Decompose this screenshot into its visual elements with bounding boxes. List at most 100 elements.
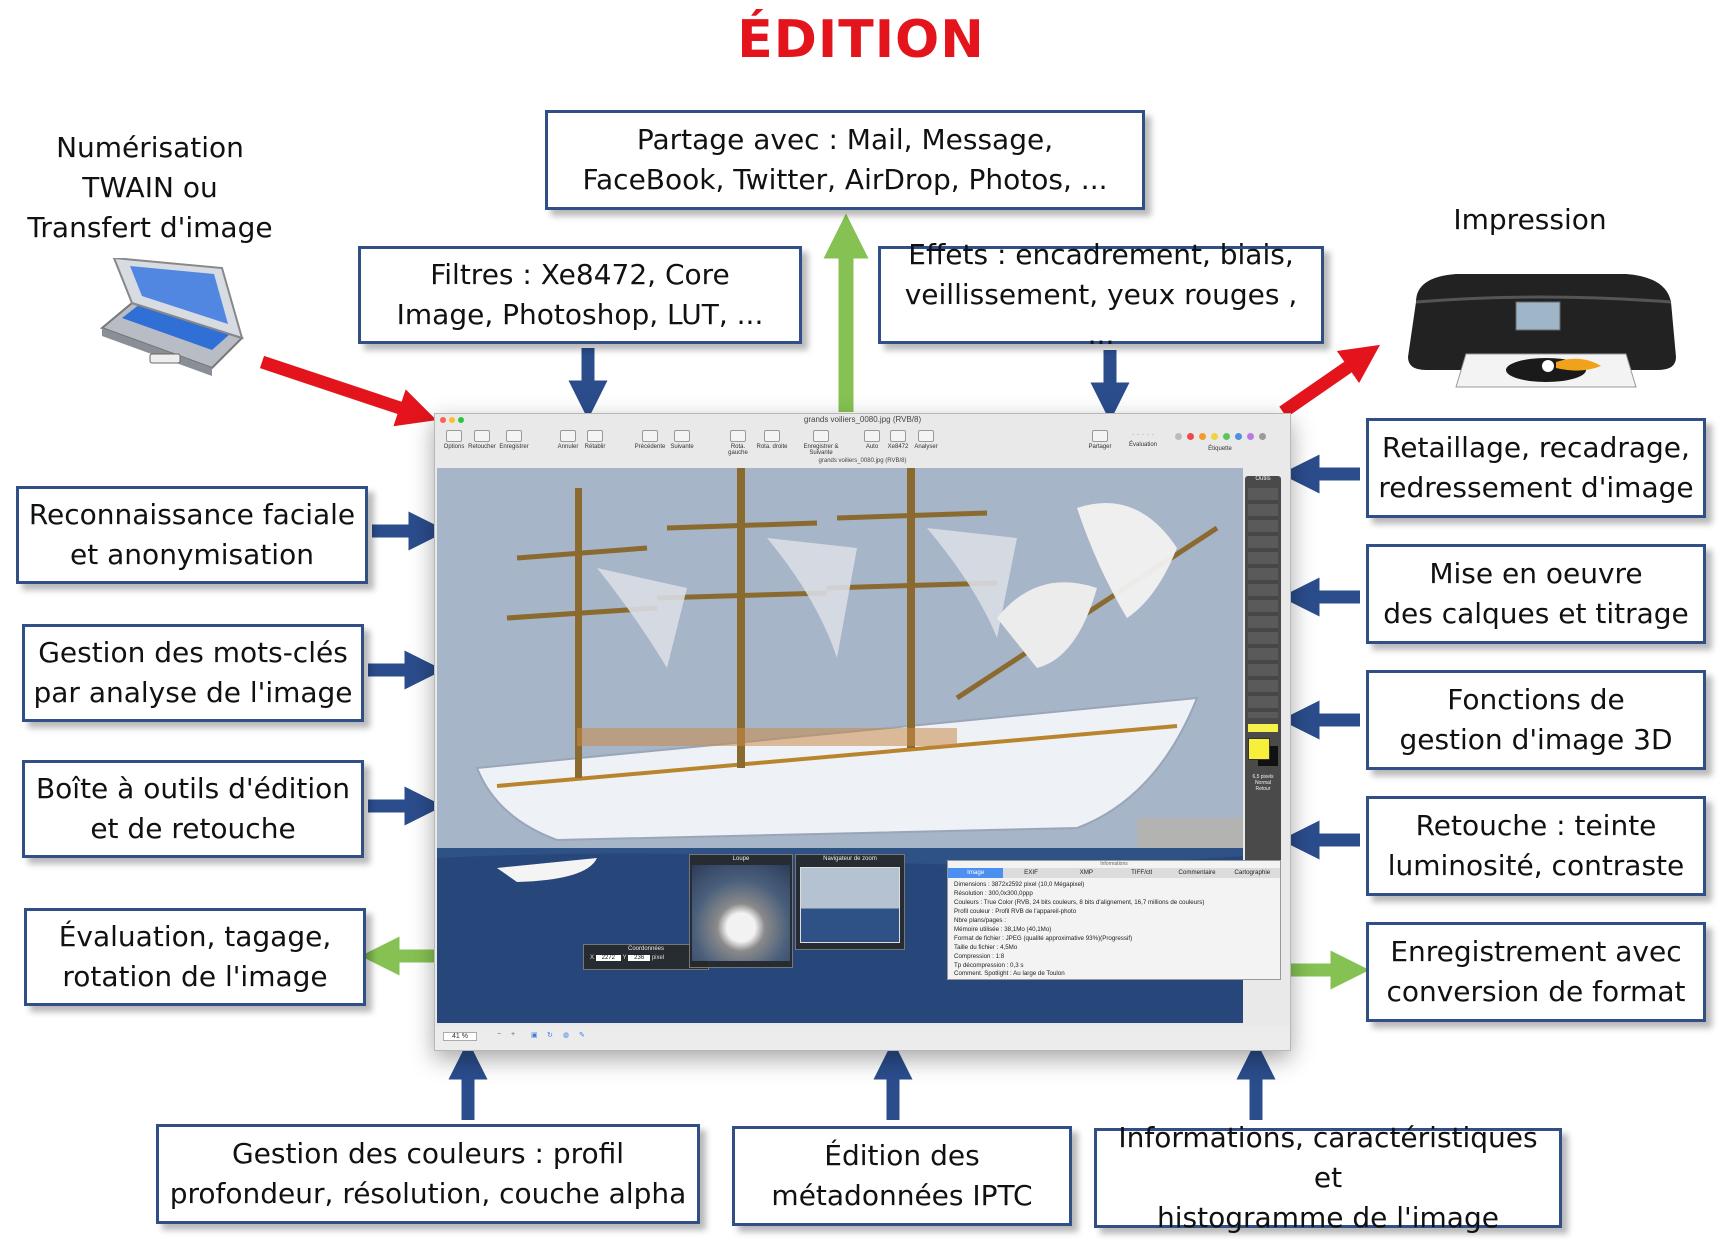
info-title: Informations: [1100, 861, 1128, 867]
label-none-dot[interactable]: [1175, 433, 1182, 440]
globe-icon[interactable]: ◍: [563, 1032, 570, 1039]
info-row: Taille du fichier : 4,5Mo: [954, 944, 1018, 951]
printer-icon: [1408, 274, 1676, 388]
zoom-navigator-panel: Navigateur de zoom: [795, 854, 905, 950]
label-color-picker[interactable]: [1175, 430, 1275, 442]
brush-size-label: 6,5 pixels: [1252, 774, 1274, 780]
foreground-color-swatch[interactable]: [1248, 738, 1270, 760]
zoom-out-icon[interactable]: −: [497, 1031, 502, 1038]
sailing-ship-photo: [437, 468, 1243, 1023]
info-row: Compression : 1:8: [954, 953, 1005, 960]
arrow-print: [1279, 344, 1381, 418]
tool-buttons-grid[interactable]: [1248, 488, 1278, 718]
info-tab-comment[interactable]: Commentaire: [1178, 869, 1216, 876]
palette-return-button[interactable]: Retour: [1255, 786, 1271, 792]
highlight-color-swatch[interactable]: [1248, 724, 1278, 732]
toolbar-save-next-button[interactable]: Enregistrer & Suivante: [793, 430, 849, 456]
info-row: Résolution : 300,0x300,0ppp: [954, 890, 1033, 897]
color-swatches[interactable]: [1248, 738, 1278, 768]
info-tab-map[interactable]: Cartographie: [1234, 869, 1271, 876]
toolbar-rotate-right-button[interactable]: Rota. droite: [755, 430, 789, 450]
toolbar-xe8472-button[interactable]: Xe8472: [881, 430, 915, 450]
coord-y-field[interactable]: 236: [628, 955, 651, 961]
box-retouch: Retouche : teinte luminosité, contraste: [1366, 796, 1706, 896]
coord-unit: pixel: [651, 955, 665, 961]
info-row: Profil couleur : Profil RVB de l'apparei…: [954, 908, 1077, 915]
info-tab-exif[interactable]: EXIF: [1024, 869, 1038, 876]
info-tab-tiff[interactable]: TIFF/ctl: [1131, 869, 1153, 876]
zoom-window-button[interactable]: [458, 417, 464, 423]
tool-palette: Outils 6,5 pixels Normal Retour: [1245, 476, 1281, 896]
toolbar-options-button[interactable]: Options: [437, 430, 471, 450]
info-row: Comment. Spotlight : Au large de Toulon: [954, 970, 1065, 977]
save-icon: [506, 430, 522, 442]
document-title: grands voiliers_0080.jpg (RVB/8): [818, 458, 907, 464]
coordinates-title: Coordonnées: [627, 946, 665, 952]
toolbar-retouch-button[interactable]: Retoucher: [465, 430, 499, 450]
info-tab-xmp[interactable]: XMP: [1079, 869, 1094, 876]
information-panel: Informations Image EXIF XMP TIFF/ctl Com…: [947, 860, 1281, 980]
info-row: Couleurs : True Color (RVB, 24 bits coul…: [954, 899, 1205, 906]
rotate-right-icon: [764, 430, 780, 442]
toolbar-label-caption: Étiquette: [1208, 446, 1232, 452]
rotate-icon[interactable]: ↻: [547, 1032, 553, 1039]
toolbar-rating-control[interactable]: · · · · ·Évaluation: [1121, 430, 1165, 448]
label-red-dot[interactable]: [1187, 433, 1194, 440]
print-label: Impression: [1453, 203, 1607, 236]
rotate-left-icon: [730, 430, 746, 442]
save-next-icon: [813, 430, 829, 442]
label-purple-dot[interactable]: [1247, 433, 1254, 440]
box-rating: Évaluation, tagage, rotation de l'image: [24, 908, 366, 1006]
redo-icon: [587, 430, 603, 442]
toolbar-analyze-button[interactable]: Analyser: [909, 430, 943, 450]
toolbar-undo-button[interactable]: Annuler: [551, 430, 585, 450]
share-icon: [1092, 430, 1108, 442]
coord-x-field[interactable]: 2272: [595, 955, 622, 961]
zoom-in-icon[interactable]: +: [511, 1031, 516, 1038]
loupe-title: Loupe: [732, 856, 750, 862]
blend-mode-select[interactable]: Normal: [1254, 780, 1272, 786]
fit-window-icon[interactable]: ▣: [531, 1032, 538, 1039]
undo-icon: [560, 430, 576, 442]
xe8472-icon: [890, 430, 906, 442]
loupe-view: [692, 865, 790, 961]
app-window: grands voiliers_0080.jpg (RVB/8) Options…: [434, 413, 1291, 1051]
image-canvas[interactable]: [437, 468, 1243, 1023]
scanner-icon: [100, 258, 244, 376]
label-green-dot[interactable]: [1223, 433, 1230, 440]
arrow-scan: [259, 355, 437, 427]
label-orange-dot[interactable]: [1199, 433, 1206, 440]
info-tab-image[interactable]: Image: [948, 868, 1004, 878]
box-faces: Reconnaissance faciale et anonymisation: [16, 486, 368, 584]
navigator-thumbnail[interactable]: [800, 867, 900, 943]
scan-label: Numérisation TWAIN ou Transfert d'image: [27, 131, 273, 244]
toolbar-save-button[interactable]: Enregistrer: [497, 430, 531, 450]
box-share: Partage avec : Mail, Message, FaceBook, …: [545, 110, 1145, 210]
toolbar-next-button[interactable]: Suivante: [665, 430, 699, 450]
lightbulb-icon: [918, 430, 934, 442]
label-blue-dot[interactable]: [1235, 433, 1242, 440]
wrench-icon[interactable]: ✎: [579, 1032, 585, 1039]
window-title: grands voiliers_0080.jpg (RVB/8): [803, 415, 922, 424]
toolbar-share-button[interactable]: Partager: [1083, 430, 1117, 450]
loupe-panel: Loupe: [689, 854, 793, 968]
toolbar-auto-button[interactable]: Auto: [855, 430, 889, 450]
info-row: Mémoire utilisée : 38,1Mo (40,1Mo): [954, 926, 1052, 933]
close-window-button[interactable]: [440, 417, 446, 423]
box-iptc: Édition des métadonnées IPTC: [732, 1126, 1072, 1226]
box-info: Informations, caractéristiques et histog…: [1094, 1121, 1562, 1234]
box-effects: Effets : encadrement, biais, veillisseme…: [878, 238, 1324, 351]
toolbar-redo-button[interactable]: Rétablir: [578, 430, 612, 450]
label-yellow-dot[interactable]: [1211, 433, 1218, 440]
minimize-window-button[interactable]: [449, 417, 455, 423]
info-tabs: Image EXIF XMP TIFF/ctl Commentaire Cart…: [948, 868, 1280, 878]
box-save: Enregistrement avec conversion de format: [1366, 922, 1706, 1022]
coordinates-panel: Coordonnées X 2272 Y 236 pixel: [583, 944, 709, 970]
retouch-icon: [474, 430, 490, 442]
label-gray-dot[interactable]: [1259, 433, 1266, 440]
rating-stars-icon: · · · · ·: [1131, 430, 1155, 439]
zoom-level-select[interactable]: 41 %: [443, 1032, 477, 1041]
toolbar-rotate-left-button[interactable]: Rota. gauche: [721, 430, 755, 456]
toolbar-previous-button[interactable]: Précédente: [633, 430, 667, 450]
info-row: Tp décompression : 0,3 s: [954, 962, 1024, 969]
